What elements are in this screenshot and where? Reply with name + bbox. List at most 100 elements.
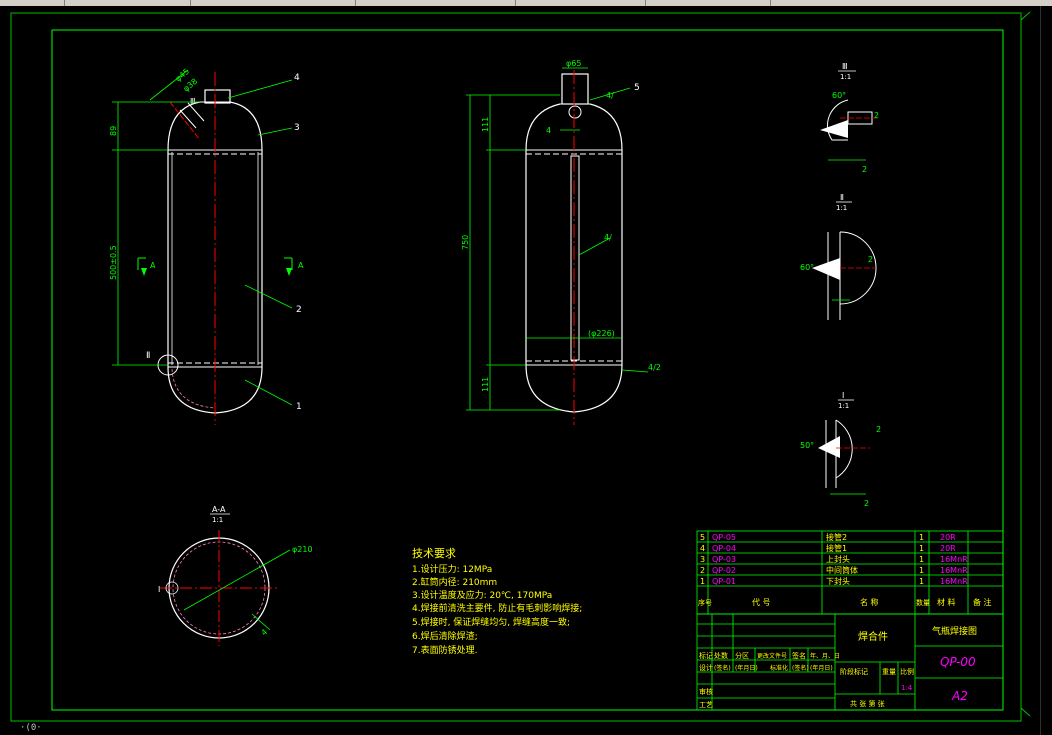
title-weight-label: 重量	[882, 668, 896, 676]
side-dim-diameter: (φ226)	[588, 329, 615, 338]
side-top-head-left	[525, 103, 561, 151]
bom-seq: 2	[700, 566, 705, 575]
rev-date: 年、月、日	[810, 652, 840, 660]
nozzle-5-oblique	[179, 109, 197, 129]
detail-III-scale: 1:1	[840, 73, 851, 81]
bom-seq: 5	[700, 533, 705, 542]
nozzle-4	[204, 89, 231, 104]
section-AA-view: A-A 1:1 φ210 Ⅰ 4	[158, 505, 313, 646]
vertical-scrollbar[interactable]	[1040, 6, 1052, 735]
leader-2	[244, 284, 293, 309]
title-sheets: 共 张 第 张	[850, 699, 885, 708]
toolbar-divider	[64, 0, 65, 6]
bom-seq: 1	[700, 577, 705, 586]
rev-mark: 标记	[699, 651, 713, 660]
bom-header-material: 材 料	[937, 597, 956, 607]
leader-3	[257, 127, 293, 136]
section-dim-diameter: φ210	[292, 545, 313, 554]
title-designer-date: (年月日)	[735, 664, 758, 672]
section-arrow-right	[286, 268, 292, 276]
bom-header-seq: 序号	[698, 598, 712, 607]
part-label-1: 1	[296, 402, 302, 412]
inner-drawing-frame	[51, 29, 1004, 711]
title-designer: 设计	[699, 663, 713, 672]
title-reviewer: 审核	[699, 687, 713, 696]
section-AA-scale: 1:1	[212, 516, 223, 524]
title-block	[696, 613, 1004, 711]
detail-II-weld	[812, 258, 840, 280]
leader-5	[589, 87, 631, 101]
detail-I-head-arc	[835, 419, 853, 479]
title-process: 工艺	[699, 701, 713, 709]
top-head-outline-left	[167, 101, 201, 151]
detail-I-dim-a: 2	[876, 425, 881, 434]
nozzle-dim-leader	[149, 69, 189, 101]
weld-symbol-3: 4∕2	[648, 363, 661, 372]
title-sheet-size: A2	[951, 689, 968, 703]
leader-4	[227, 79, 293, 99]
bom-qty: 1	[919, 544, 924, 553]
bom-material: 20R	[940, 533, 956, 542]
detail-III-weld	[820, 120, 848, 138]
bom-code: QP-02	[712, 566, 736, 575]
bom-qty: 1	[919, 555, 924, 564]
bom-header-name: 名 称	[860, 597, 879, 607]
bom-qty: 1	[919, 533, 924, 542]
nozzle-5-oblique-inner	[187, 102, 205, 122]
title-scale-value: 1:4	[901, 684, 913, 692]
side-longitudinal-weld	[570, 155, 580, 361]
dim-top-height: 89	[109, 126, 118, 136]
part-label-5: 5	[634, 83, 640, 93]
section-arrow-left	[141, 268, 147, 276]
title-stage-label: 阶段标记	[840, 667, 868, 676]
title-std-sign: (签名)	[792, 664, 809, 672]
note-item: 2.缸筒内径: 210mm	[412, 576, 497, 588]
detail-I-title: Ⅰ	[842, 391, 844, 400]
bom-name: 下封头	[826, 576, 850, 586]
bom-qty: 1	[919, 577, 924, 586]
bom-code: QP-05	[712, 533, 736, 542]
bom-material: 16MnR	[940, 555, 968, 564]
side-view: 111 750 111 (φ226) φ65 4∕ 4∕2 4 4∕ 5	[461, 59, 661, 425]
cad-drawing-canvas[interactable]: Ⅱ Ⅲ 89 500±0.5 φ45 φ38 A A 4 3 2 1	[0, 6, 1040, 728]
side-nozzle	[561, 73, 589, 105]
weld-leader-3	[621, 369, 649, 373]
bom-code: QP-01	[712, 577, 736, 586]
section-mark-left: A	[150, 261, 156, 270]
frame-corner-tick	[1020, 707, 1031, 717]
weld-symbol-top: 4	[546, 126, 551, 135]
bom-material: 16MnR	[940, 577, 968, 586]
side-dim-total-label: 750	[461, 235, 470, 250]
rev-zone: 分区	[735, 651, 749, 660]
note-item: 6.焊后清除焊渣;	[412, 630, 478, 642]
side-dim-nozzle: φ65	[566, 59, 581, 68]
side-dim-top: 111	[481, 117, 490, 132]
bom-name: 上封头	[826, 554, 850, 564]
bom-material: 16MnR	[940, 566, 968, 575]
section-mark-right: A	[298, 261, 304, 270]
section-AA-title: A-A	[212, 505, 226, 514]
detail-II-angle: 60°	[800, 263, 814, 272]
detail-II-title: Ⅱ	[840, 193, 844, 202]
main-front-view: Ⅱ Ⅲ 89 500±0.5 φ45 φ38 A A 4 3 2 1	[109, 67, 304, 425]
section-wall-leader	[251, 613, 271, 631]
title-drawing-code: QP-00	[940, 655, 976, 669]
note-item: 1.设计压力: 12MPa	[412, 563, 492, 575]
weld-symbol-1: 4∕	[604, 233, 612, 242]
toolbar-divider	[645, 0, 646, 6]
title-designer-sign: (签名)	[714, 664, 731, 672]
dim-body-height: 500±0.5	[109, 245, 118, 280]
bom-qty: 1	[919, 566, 924, 575]
bottom-head-inner	[171, 368, 216, 409]
side-dim-bottom: 111	[481, 377, 490, 392]
bom-material: 20R	[940, 544, 956, 553]
detail-III-dim-a: 2	[874, 111, 879, 120]
cursor-readout: ·(0·	[20, 723, 42, 733]
section-detail-I-label: Ⅰ	[158, 585, 160, 594]
section-detail-I-circle	[165, 581, 179, 595]
detail-I-angle: 50°	[800, 441, 814, 450]
title-std-date: (年月日)	[810, 664, 833, 672]
bom-rows: 5 QP-05 接管2 1 20R 4 QP-04 接管1 1 20R 3 QP…	[698, 532, 992, 607]
title-standardization: 标准化	[770, 664, 788, 672]
toolbar-divider	[190, 0, 191, 6]
